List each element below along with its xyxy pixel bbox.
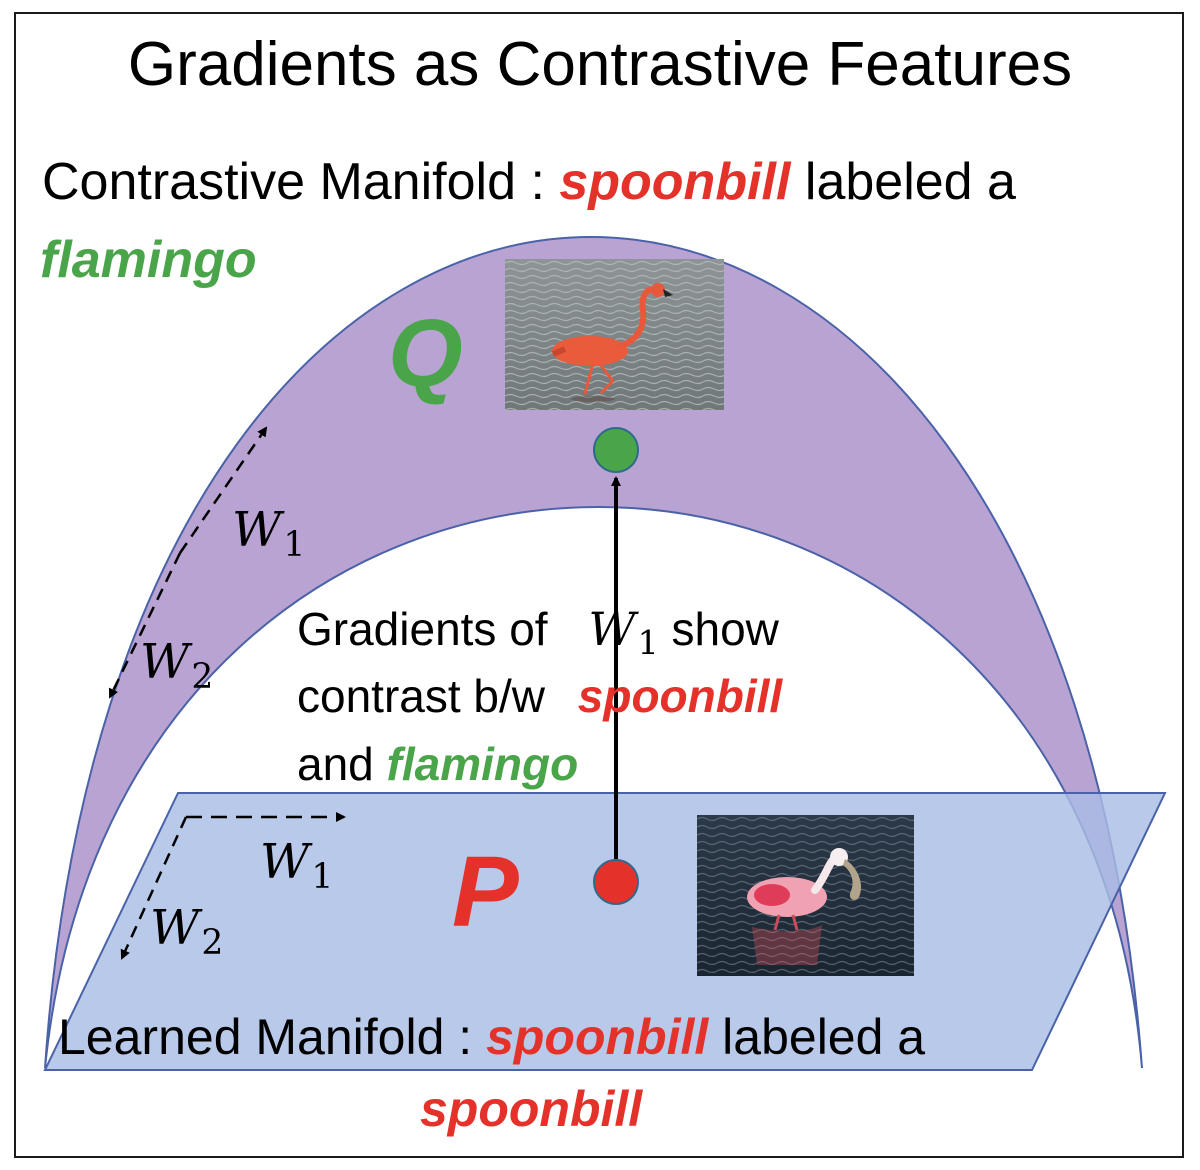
gradient-text-line2: contrast b/w spoonbill [297, 673, 782, 719]
contrastive-label-prefix: Contrastive Manifold : [42, 153, 560, 211]
w2-letter: W [140, 634, 190, 690]
learned-manifold-label: Learned Manifold : spoonbill labeled a [58, 1012, 925, 1062]
w1-letter: W [260, 834, 310, 890]
contrastive-w2-axis [108, 552, 182, 699]
w2-subscript: 2 [201, 922, 224, 963]
contrastive-label-word1: spoonbill [559, 153, 791, 211]
w2-letter: W [150, 900, 200, 956]
figure-title: Gradients as Contrastive Features [127, 30, 1073, 99]
flamingo-photo [505, 259, 724, 410]
learned-w2-label: W2 [150, 904, 223, 960]
gradient-text-flamingo: flamingo [386, 738, 579, 790]
gradient-text-part: show [658, 603, 779, 655]
learned-label-word1: spoonbill [486, 1009, 709, 1065]
contrastive-manifold-label: Contrastive Manifold : spoonbill labeled… [42, 156, 1016, 208]
learned-w1-label: W1 [260, 838, 333, 894]
gradient-w-letter: W [588, 602, 636, 656]
gradient-w-subscript: 1 [637, 623, 659, 663]
p-point [593, 859, 639, 905]
p-label: P [452, 836, 519, 948]
learned-label-word2: spoonbill [420, 1081, 643, 1137]
learned-label-mid: labeled a [708, 1009, 926, 1065]
gradient-text-part: and [297, 738, 387, 790]
q-label: Q [388, 300, 463, 407]
gradient-text-part: Gradients of [297, 603, 561, 655]
gradient-text-line1: Gradients of W1 show [297, 606, 779, 659]
gradient-text-spoonbill: spoonbill [577, 670, 783, 722]
figure-border [14, 12, 1184, 1158]
contrastive-w2-label: W2 [140, 638, 213, 694]
contrastive-label-mid: labeled a [790, 153, 1016, 211]
contrastive-w1-label: W1 [232, 506, 305, 562]
w1-letter: W [232, 502, 282, 558]
spoonbill-photo [697, 815, 914, 976]
learned-label-prefix: Learned Manifold : [58, 1009, 487, 1065]
contrastive-label-word2: flamingo [40, 231, 257, 289]
contrastive-manifold-band [44, 236, 1143, 1069]
gradient-text-line3: and flamingo [297, 741, 578, 787]
contrastive-w1-axis [178, 426, 268, 554]
q-point [593, 427, 639, 473]
w2-subscript: 2 [191, 656, 214, 697]
learned-w2-axis [120, 816, 188, 960]
gradient-text-part: contrast b/w [297, 670, 558, 722]
w1-subscript: 1 [283, 524, 306, 565]
w1-subscript: 1 [311, 856, 334, 897]
